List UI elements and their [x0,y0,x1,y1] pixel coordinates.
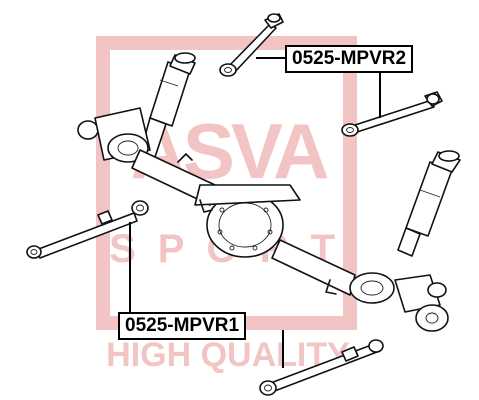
lower-link-bottom [259,339,384,396]
leader-lines [129,57,381,368]
part-number-label-upper[interactable]: 0525-MPVR2 [285,45,414,73]
upper-link-top [219,13,284,77]
lower-link-left [26,200,149,259]
part-number-label-lower[interactable]: 0525-MPVR1 [118,312,247,340]
upper-link-right [341,91,443,137]
rear-axle-housing [77,107,449,332]
right-shock-absorber [397,150,461,257]
